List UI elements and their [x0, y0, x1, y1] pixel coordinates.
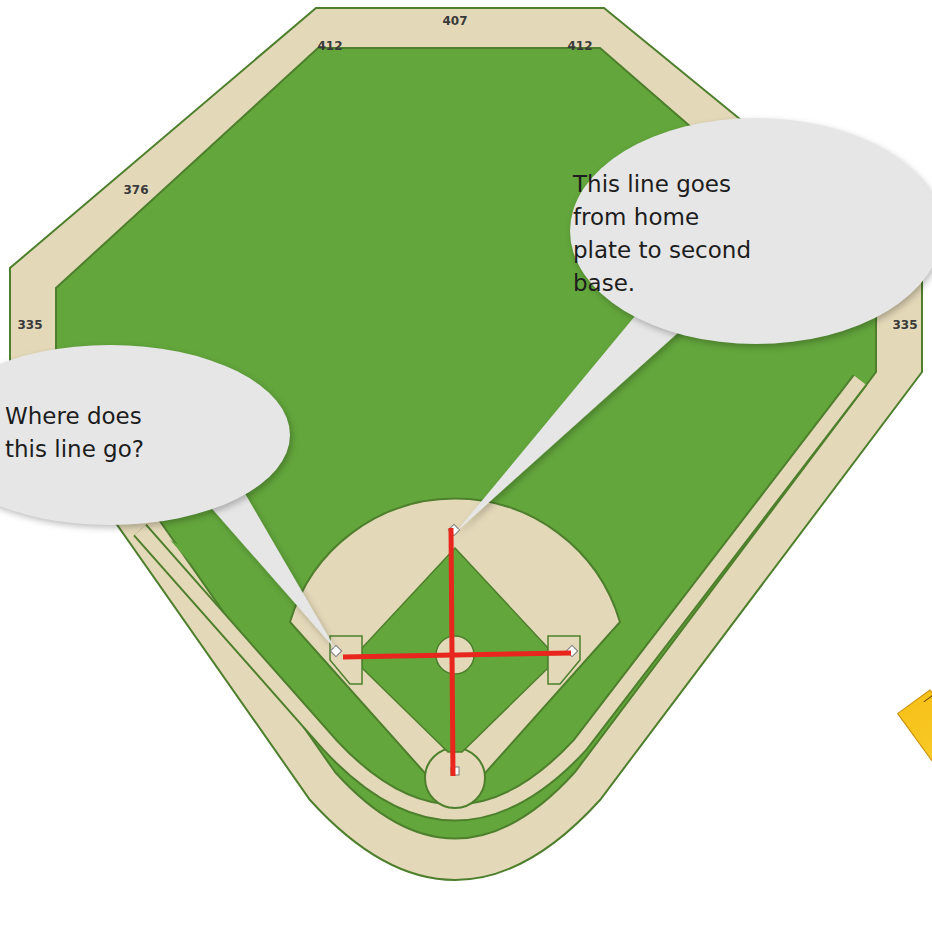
- distance-marker: 376: [123, 183, 148, 197]
- distance-marker: 412: [567, 39, 592, 53]
- bubble-tail: [200, 485, 336, 650]
- third-base-cutout: [330, 636, 362, 684]
- distance-marker: 335: [892, 318, 917, 332]
- first-base-cutout: [548, 636, 580, 684]
- bubble-text: This line goes from home plate to second…: [573, 168, 763, 300]
- red-line-first-to-third: [343, 653, 571, 657]
- third-base: [330, 645, 341, 656]
- ruler: [898, 690, 932, 930]
- bubble-outline: [570, 118, 932, 344]
- distance-marker: 412: [317, 39, 342, 53]
- bubble-text: Where does this line go?: [5, 400, 155, 466]
- distance-marker: 335: [17, 318, 42, 332]
- distance-marker: 407: [442, 14, 467, 28]
- infield-dirt: [290, 499, 620, 790]
- speech-bubble: This line goes from home plate to second…: [570, 118, 932, 344]
- bubble-tail: [456, 310, 690, 532]
- speech-bubble: Where does this line go?: [0, 345, 290, 525]
- red-line-home-to-second: [451, 528, 453, 776]
- bubble-outline: [0, 345, 290, 525]
